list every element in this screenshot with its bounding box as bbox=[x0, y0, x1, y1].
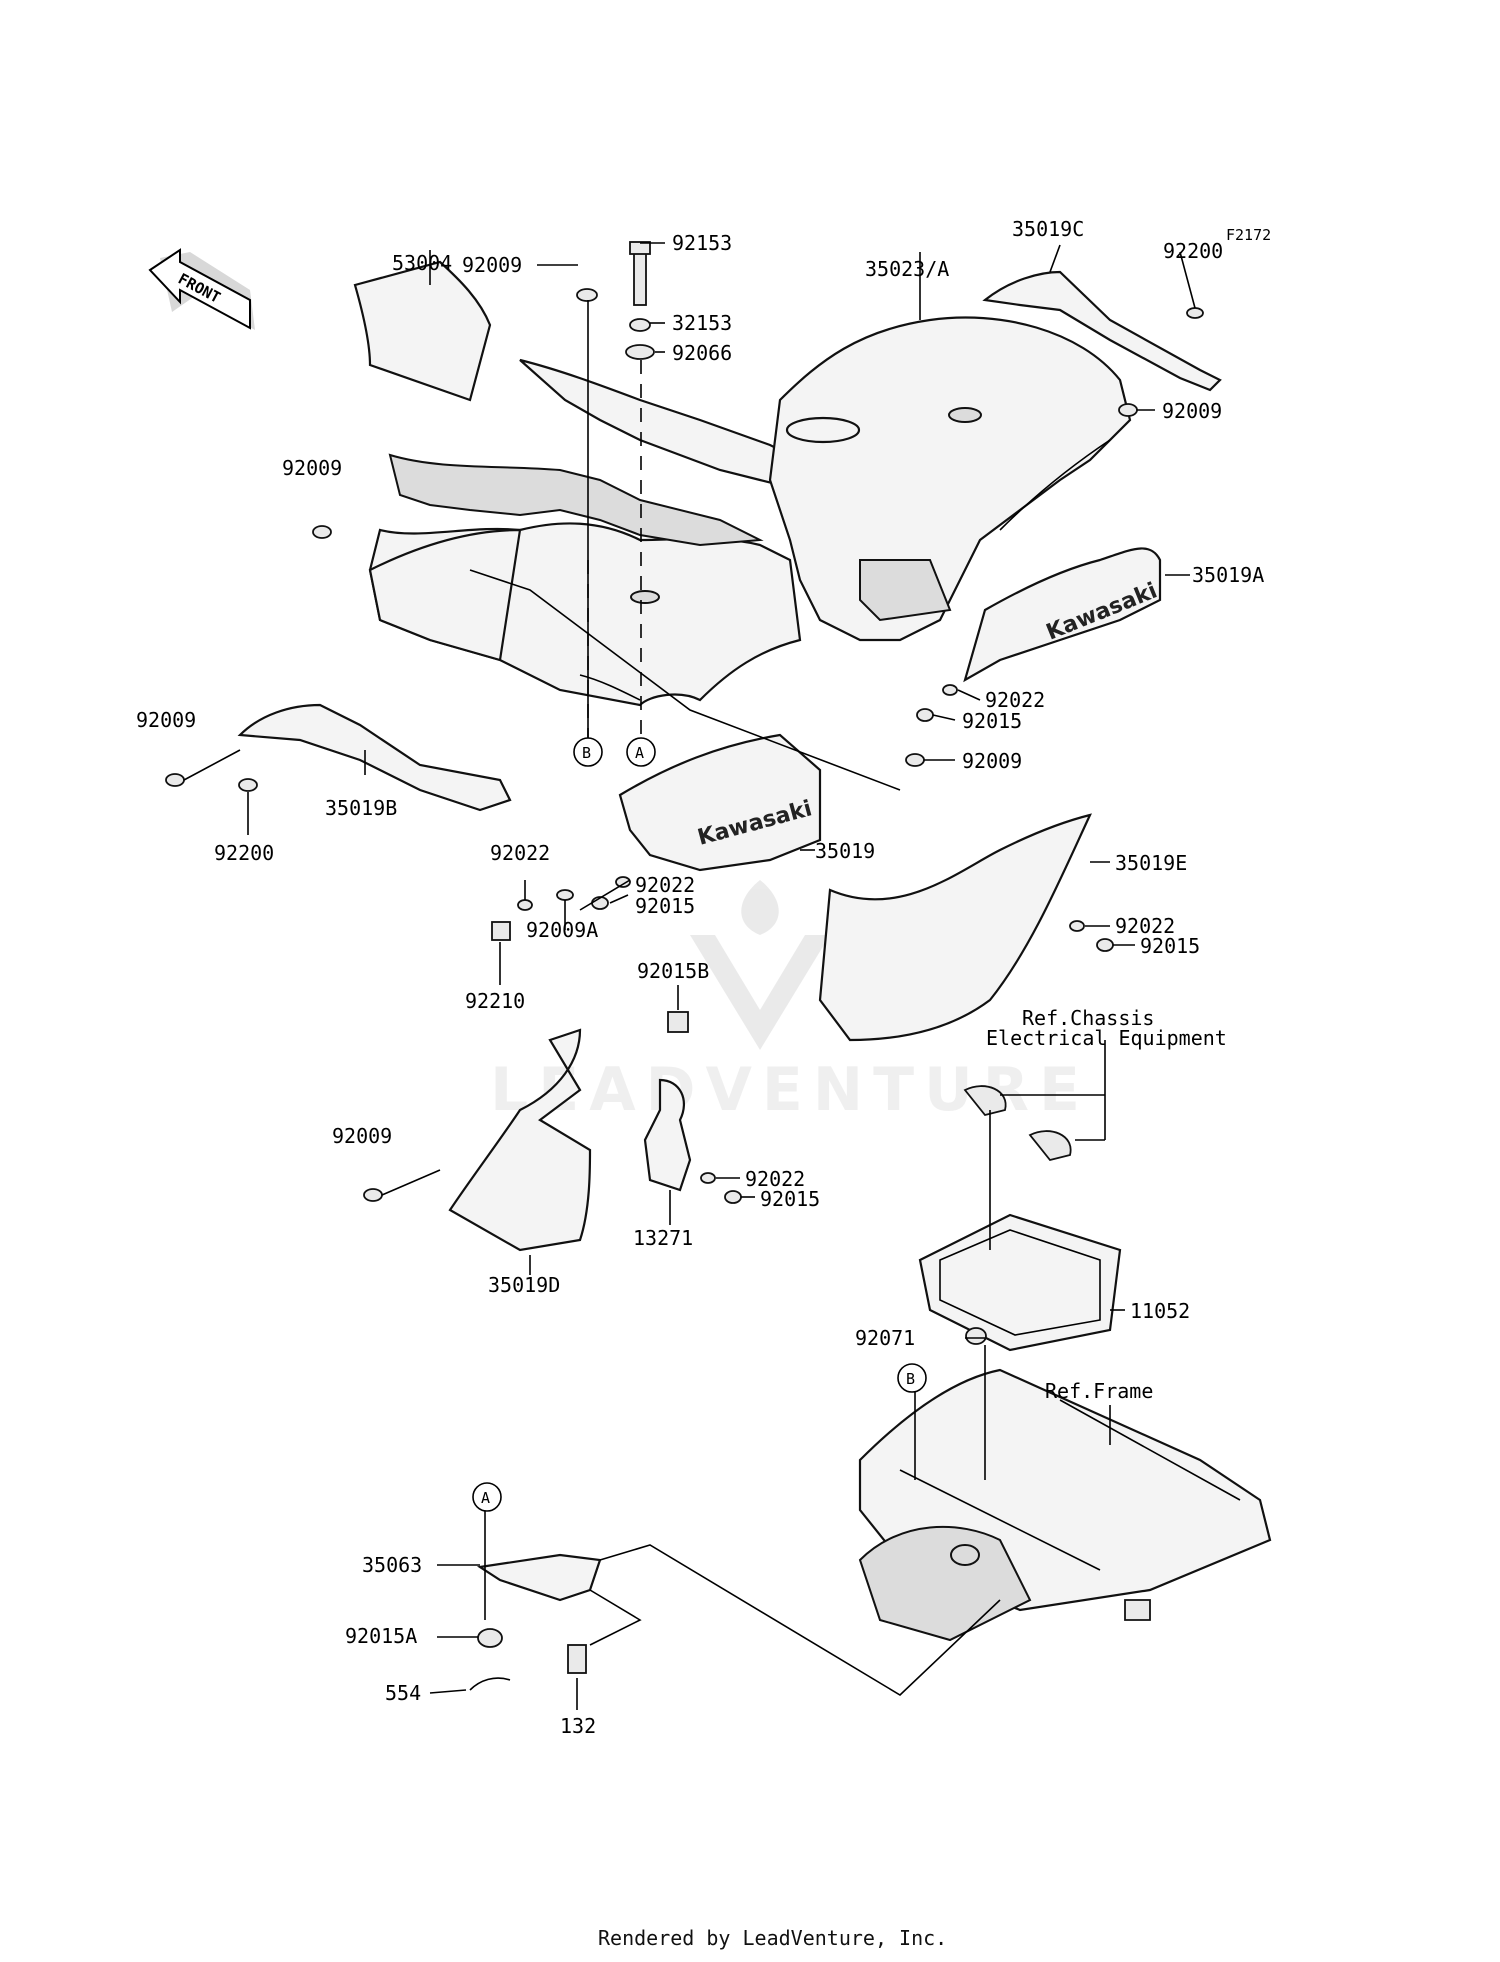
label-92015-f: 92015 bbox=[760, 1187, 820, 1211]
label-35019b: 35019B bbox=[325, 796, 397, 820]
label-35063: 35063 bbox=[362, 1553, 422, 1577]
label-92022-c: 92022 bbox=[490, 841, 550, 865]
label-92015-d: 92015 bbox=[635, 894, 695, 918]
callout-a-top: A bbox=[626, 737, 656, 767]
nut-icon-92015-e bbox=[1096, 938, 1114, 952]
washer-icon-92022-c bbox=[517, 899, 533, 911]
label-53004: 53004 bbox=[392, 251, 452, 275]
label-92022-e: 92022 bbox=[1115, 914, 1175, 938]
lever-35063 bbox=[476, 1553, 602, 1602]
callout-a-lever: A bbox=[472, 1482, 502, 1512]
label-132: 132 bbox=[560, 1714, 596, 1738]
label-92022-a: 92022 bbox=[985, 688, 1045, 712]
label-92066: 92066 bbox=[672, 341, 732, 365]
screw-icon-92009-top bbox=[576, 288, 598, 302]
washer-icon-92022-e bbox=[1069, 920, 1085, 932]
washer-icon-92022-d bbox=[615, 876, 631, 888]
label-92153: 92153 bbox=[672, 231, 732, 255]
bolt-icon-92153 bbox=[633, 249, 647, 306]
ref-chassis-line2: Electrical Equipment bbox=[986, 1026, 1227, 1050]
svg-text:B: B bbox=[582, 744, 591, 762]
screw-icon-92009-b bbox=[165, 773, 185, 787]
label-92210: 92210 bbox=[465, 989, 525, 1013]
label-92009-right: 92009 bbox=[1162, 399, 1222, 423]
figure-id: F2172 bbox=[1226, 226, 1271, 244]
svg-text:A: A bbox=[635, 744, 644, 762]
nut-icon-92015-a bbox=[916, 708, 934, 722]
ref-frame: Ref.Frame bbox=[1045, 1379, 1153, 1403]
nut-icon-92015-f bbox=[724, 1190, 742, 1204]
label-32153: 32153 bbox=[672, 311, 732, 335]
screw-icon-92009-d bbox=[363, 1188, 383, 1202]
label-92009-top: 92009 bbox=[462, 253, 522, 277]
clip-icon-upper bbox=[963, 1085, 1007, 1117]
label-92200-top: 92200 bbox=[1163, 239, 1223, 263]
washer-icon-92200-b bbox=[238, 778, 258, 792]
side-cover-35019a: Kawasaki bbox=[963, 547, 1162, 683]
label-35023a: 35023/A bbox=[865, 257, 949, 281]
front-arrow-icon: FRONT bbox=[148, 248, 255, 330]
svg-text:B: B bbox=[906, 1370, 915, 1388]
rear-fender-35023 bbox=[368, 316, 1132, 707]
callout-b-frame: B bbox=[897, 1363, 927, 1393]
label-35019c: 35019C bbox=[1012, 217, 1084, 241]
mud-flap-35019e bbox=[818, 813, 1092, 1042]
frame-ref bbox=[858, 1368, 1272, 1642]
pin-icon-92210 bbox=[491, 921, 511, 941]
screw-icon-92009-right bbox=[1118, 403, 1138, 417]
washer-icon-92200-top bbox=[1186, 307, 1204, 319]
label-92015-e: 92015 bbox=[1140, 934, 1200, 958]
label-92009-b: 92009 bbox=[136, 708, 196, 732]
collar-icon-32153 bbox=[629, 318, 651, 332]
washer-icon-92022-a bbox=[942, 684, 958, 696]
label-92015-a: 92015 bbox=[962, 709, 1022, 733]
label-554: 554 bbox=[385, 1681, 421, 1705]
leader-lines bbox=[183, 242, 1196, 1710]
cotter-pin-icon-554 bbox=[469, 1677, 511, 1691]
screw-icon-92009-mid bbox=[905, 753, 925, 767]
grommet-icon-92071 bbox=[965, 1327, 987, 1345]
bracket-13271 bbox=[643, 1078, 692, 1192]
pad-53004 bbox=[353, 260, 492, 402]
guard-35019b bbox=[237, 703, 512, 812]
label-35019d: 35019D bbox=[488, 1273, 560, 1297]
label-92009-d: 92009 bbox=[332, 1124, 392, 1148]
label-35019e: 35019E bbox=[1115, 851, 1187, 875]
label-92200-b: 92200 bbox=[214, 841, 274, 865]
grommet-icon-92066 bbox=[625, 344, 655, 360]
nut-icon-92015b bbox=[667, 1011, 689, 1033]
label-11052: 11052 bbox=[1130, 1299, 1190, 1323]
label-92009-left: 92009 bbox=[282, 456, 342, 480]
label-92009-mid: 92009 bbox=[962, 749, 1022, 773]
label-92015a: 92015A bbox=[345, 1624, 417, 1648]
label-92022-f: 92022 bbox=[745, 1167, 805, 1191]
hardware bbox=[165, 241, 1204, 1691]
callout-b-top: B bbox=[573, 737, 603, 767]
label-92009a: 92009A bbox=[526, 918, 598, 942]
side-cover-35019: Kawasaki bbox=[618, 733, 822, 872]
mud-flap-35019d bbox=[448, 1028, 592, 1252]
tray-11052 bbox=[918, 1213, 1122, 1352]
label-35019: 35019 bbox=[815, 839, 875, 863]
label-92071: 92071 bbox=[855, 1326, 915, 1350]
screw-icon-92009-left bbox=[312, 525, 332, 539]
label-92022-d: 92022 bbox=[635, 873, 695, 897]
guard-35019c bbox=[982, 270, 1222, 392]
ref-chassis-line1: Ref.Chassis bbox=[1022, 1006, 1154, 1030]
bolt-icon-132 bbox=[567, 1644, 587, 1674]
clip-icon-lower bbox=[1028, 1130, 1072, 1162]
part-labels: 53004 92009 92153 32153 92066 35023/A 35… bbox=[136, 217, 1264, 1738]
footer-credit: Rendered by LeadVenture, Inc. bbox=[598, 1926, 947, 1950]
nut-icon-92015a bbox=[477, 1628, 503, 1648]
washer-icon-92022-f bbox=[700, 1172, 716, 1184]
svg-text:A: A bbox=[481, 1489, 490, 1507]
label-35019a: 35019A bbox=[1192, 563, 1264, 587]
label-92015b: 92015B bbox=[637, 959, 709, 983]
screw-icon-92009a bbox=[556, 889, 574, 901]
label-13271: 13271 bbox=[633, 1226, 693, 1250]
